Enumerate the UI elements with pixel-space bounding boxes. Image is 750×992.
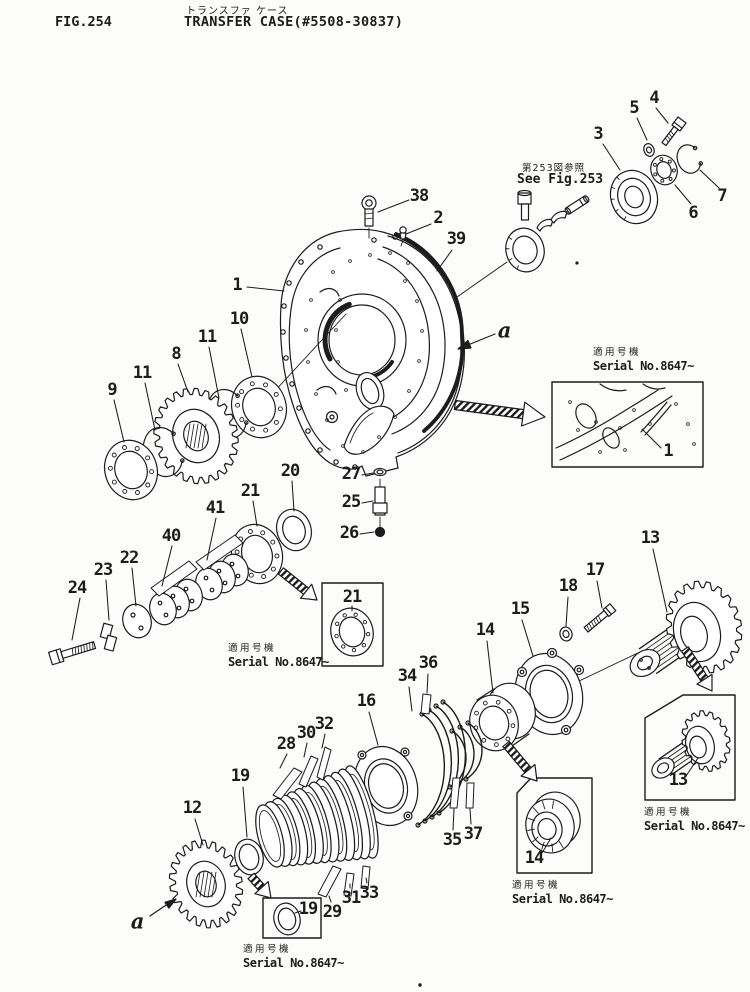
callout-a-4: a xyxy=(497,317,512,343)
group-output-cover xyxy=(609,116,704,225)
callout-2-1: 2 xyxy=(433,208,443,228)
part-39-ring xyxy=(394,232,465,433)
callout-36-28: 36 xyxy=(418,653,439,673)
callout-41-12: 41 xyxy=(205,498,226,518)
serial-applicability-box-1 xyxy=(551,381,704,468)
callout-28-29: 28 xyxy=(276,734,297,754)
callout-13-21: 13 xyxy=(640,528,661,548)
callout-40-13: 40 xyxy=(161,526,182,546)
serial-applicability-box-21 xyxy=(321,582,384,667)
serial-applicability-box-13 xyxy=(644,694,736,801)
callout-16-26: 16 xyxy=(356,691,377,711)
callout-1-3: 1 xyxy=(232,275,242,295)
callout-19-43: 19 xyxy=(298,899,319,919)
callout-18-23: 18 xyxy=(558,576,579,596)
callout-23-15: 23 xyxy=(93,560,114,580)
group-disc-stack xyxy=(255,693,483,898)
callout-33-36: 33 xyxy=(359,883,380,903)
view-a-arrows xyxy=(149,333,496,987)
callout-8-7: 8 xyxy=(171,344,181,364)
part-38-eye-bolt xyxy=(361,195,377,239)
callout-37-38: 37 xyxy=(463,824,484,844)
figure-number: FIG.254 xyxy=(55,14,112,30)
callout-15-24: 15 xyxy=(510,599,531,619)
callout-9-9: 9 xyxy=(107,380,117,400)
callout-6-47: 6 xyxy=(688,203,698,223)
figure-title-english: TRANSFER CASE(#5508-30837) xyxy=(184,14,404,30)
callout-25-18: 25 xyxy=(341,492,362,512)
callout-27-17: 27 xyxy=(341,464,362,484)
callout-39-2: 39 xyxy=(446,229,467,249)
callout-4-45: 4 xyxy=(649,88,659,108)
callout-22-14: 22 xyxy=(119,548,140,568)
callout-1-40: 1 xyxy=(663,441,673,461)
serial-applicability-box-14 xyxy=(516,777,593,874)
callout-leader-lines xyxy=(71,107,720,914)
callout-35-37: 35 xyxy=(442,830,463,850)
callout-17-22: 17 xyxy=(585,560,606,580)
callout-38-0: 38 xyxy=(409,186,430,206)
callout-31-35: 31 xyxy=(341,888,362,908)
callout-19-33: 19 xyxy=(230,766,251,786)
see-fig253-assembly xyxy=(456,189,590,298)
callout-14-25: 14 xyxy=(475,620,496,640)
callout-32-31: 32 xyxy=(314,714,335,734)
serial-applicability-box-19 xyxy=(262,897,322,939)
callout-34-27: 34 xyxy=(397,666,418,686)
part-1-transfer-case-housing xyxy=(279,228,465,477)
hatched-arrows xyxy=(247,399,713,899)
callout-20-10: 20 xyxy=(280,461,301,481)
group-low-gear xyxy=(168,838,264,929)
part-2-plug xyxy=(399,226,407,247)
group-clutch-discs xyxy=(48,508,313,666)
callout-14-42: 14 xyxy=(524,848,545,868)
figure-title-japanese: トランスファ ケース xyxy=(186,6,289,17)
callout-7-48: 7 xyxy=(717,186,727,206)
callout-3-44: 3 xyxy=(593,124,603,144)
callout-a-39: a xyxy=(130,908,145,934)
group-detent-valve xyxy=(372,467,388,538)
see-fig253-note-japanese: 第253図参照 xyxy=(522,163,586,174)
see-fig253-note-english: See Fig.253 xyxy=(517,172,604,187)
callout-24-16: 24 xyxy=(67,578,88,598)
callout-26-19: 26 xyxy=(339,523,360,543)
callout-29-34: 29 xyxy=(322,902,343,922)
callout-21-11: 21 xyxy=(240,481,261,501)
callout-11-6: 11 xyxy=(197,327,218,347)
callout-30-30: 30 xyxy=(296,723,317,743)
callout-12-32: 12 xyxy=(182,798,203,818)
group-bevel-gear-shaft xyxy=(469,580,743,752)
callout-10-5: 10 xyxy=(229,309,250,329)
callout-21-20: 21 xyxy=(342,587,363,607)
callout-13-41: 13 xyxy=(668,770,689,790)
callout-5-46: 5 xyxy=(629,98,639,118)
group-idler-gear xyxy=(103,313,347,501)
callout-11-8: 11 xyxy=(132,363,153,383)
